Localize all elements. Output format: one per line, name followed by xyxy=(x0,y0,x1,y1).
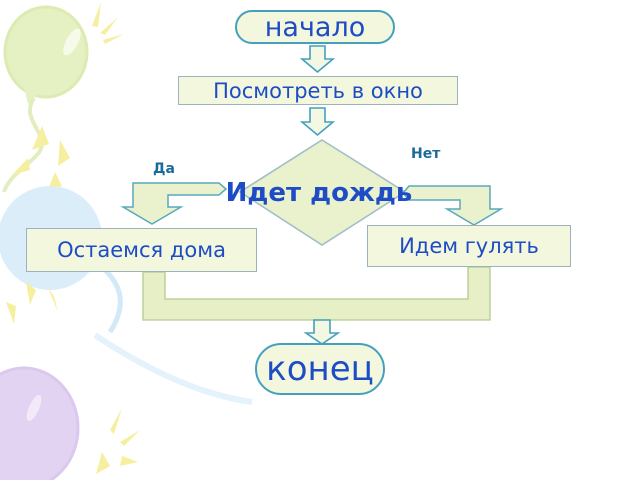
green-balloon-icon xyxy=(3,5,89,99)
arrow-start-to-look-icon xyxy=(299,45,336,74)
green-balloon-highlight xyxy=(63,28,81,56)
blue-ribbon-curve xyxy=(93,332,253,405)
node-look-out-window: Посмотреть в окно xyxy=(178,76,458,105)
branch-label-yes: Да xyxy=(153,161,175,177)
sparkle-lower-left-icon xyxy=(6,282,58,324)
node-decision-is-raining-label: Идет дождь xyxy=(225,178,413,208)
arrow-to-end-icon xyxy=(303,319,341,345)
green-balloon-string xyxy=(2,96,44,193)
arrow-look-to-decision-icon xyxy=(299,107,336,137)
node-end: конец xyxy=(255,343,385,395)
merge-connector-band xyxy=(142,266,491,321)
arrow-yes-branch-icon xyxy=(120,182,228,225)
green-balloon-knot-icon xyxy=(24,88,40,104)
branch-label-no: Нет xyxy=(411,146,441,162)
node-stay-home: Остаемся дома xyxy=(26,228,257,272)
decision-diamond-shape xyxy=(238,139,407,246)
node-start: начало xyxy=(235,10,395,44)
purple-balloon-icon xyxy=(0,366,80,480)
arrow-no-branch-icon xyxy=(402,185,504,226)
node-go-walk: Идем гулять xyxy=(367,225,571,267)
sparkle-bottom-icon xyxy=(96,408,140,474)
sparkle-top-icon xyxy=(92,2,124,44)
purple-balloon-highlight xyxy=(26,395,42,421)
